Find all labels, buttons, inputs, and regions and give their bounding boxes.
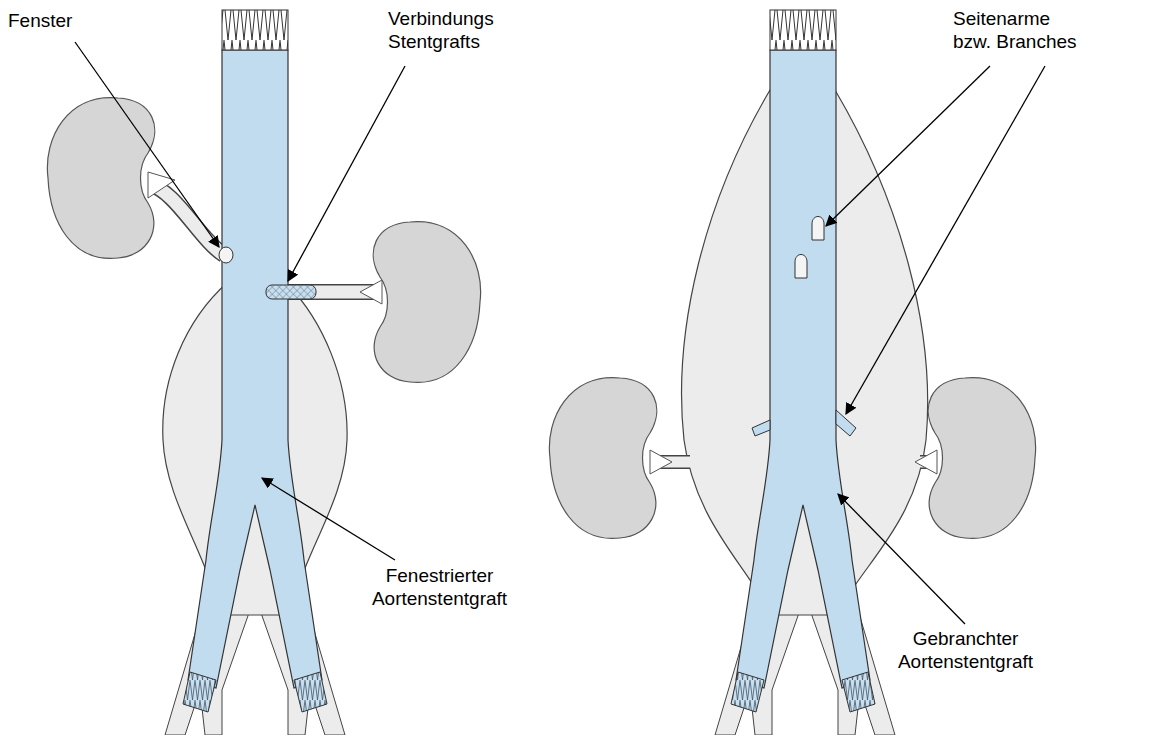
left-figure: [47, 10, 480, 735]
callout-label: Fenster: [8, 10, 118, 33]
graft-label: Gebranchter Aortenstentgraft: [878, 628, 1053, 674]
callout-label: Seitenarme bzw. Branches: [953, 8, 1081, 54]
graft-label: Fenestrierter Aortenstentgraft: [352, 565, 527, 611]
callout-label: Verbindungs Stentgrafts: [388, 8, 508, 54]
leader-lines: [75, 42, 1045, 624]
right-figure: [549, 10, 1035, 735]
